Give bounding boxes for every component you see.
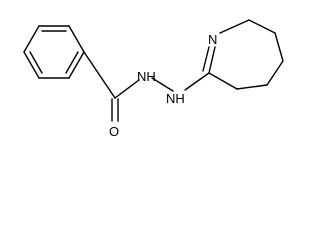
ring-bond bbox=[208, 72, 238, 90]
ring-bond bbox=[23, 25, 40, 53]
ring-bond bbox=[219, 19, 250, 34]
amide-bond bbox=[114, 79, 140, 99]
chemical-structure: O NH NH N bbox=[23, 19, 284, 139]
ring-bond bbox=[266, 60, 284, 86]
ring-bond bbox=[23, 51, 40, 79]
imine-double-bond bbox=[202, 46, 210, 72]
hydrazine-bond bbox=[151, 77, 174, 92]
ring-bond bbox=[248, 19, 276, 34]
ring-bond bbox=[68, 51, 85, 79]
amide-nh-label: NH bbox=[137, 69, 156, 84]
imine-double-bond bbox=[208, 46, 216, 74]
ring-bond bbox=[236, 84, 268, 90]
ring-bond bbox=[274, 32, 284, 62]
hydrazine-ring-bond bbox=[184, 72, 210, 91]
aromatic-double-bond bbox=[29, 51, 43, 74]
aryl-carbonyl-bond bbox=[83, 51, 116, 99]
ring-imine-n-label: N bbox=[208, 32, 217, 47]
azepine-ring bbox=[202, 19, 284, 90]
hydrazine-nh-label: NH bbox=[166, 91, 185, 106]
ring-bond bbox=[68, 25, 85, 53]
aromatic-double-bond bbox=[65, 51, 79, 74]
benzene-ring bbox=[23, 25, 85, 79]
carbonyl-oxygen-label: O bbox=[109, 124, 119, 139]
